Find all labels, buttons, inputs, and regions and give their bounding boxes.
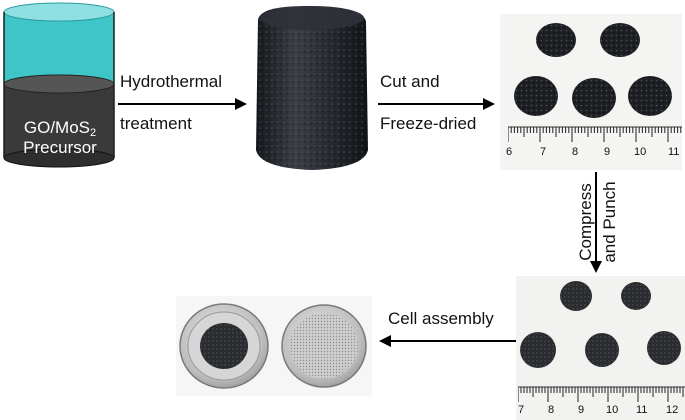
cut-label-line1: Cut and: [380, 72, 440, 91]
precursor-subscript: 2: [90, 127, 97, 139]
hydrothermal-label-line2: treatment: [120, 114, 192, 133]
ruler-top: 6 7 8 9 10 11: [506, 126, 682, 166]
compress-arrow: [588, 172, 604, 276]
hydrothermal-label-line1: Hydrothermal: [120, 72, 223, 91]
ruler-tick-label: 10: [606, 404, 619, 416]
ruler-top-tick-labels: 6 7 8 9 10 11: [506, 146, 682, 162]
ruler-tick-label: 8: [572, 146, 579, 158]
ruler-tick-label: 8: [548, 404, 555, 416]
ruler-tick-label: 7: [540, 146, 547, 158]
ruler-tick-label: 10: [634, 146, 647, 158]
precursor-label-line1: GO/MoS2: [8, 118, 112, 139]
cell-assembly-label: Cell assembly: [388, 309, 494, 328]
aerogel-discs-photo: 6 7 8 9 10 11: [500, 14, 682, 170]
cut-label-line2: Freeze-dried: [380, 114, 477, 133]
cut-arrow: [378, 96, 498, 112]
ruler-tick-label: 6: [506, 146, 513, 158]
precursor-formula: GO/MoS: [23, 118, 90, 137]
ruler-tick-label: 9: [604, 146, 611, 158]
ruler-tick-label: 11: [636, 404, 648, 416]
cell-assembly-arrow: [378, 333, 518, 349]
hydrothermal-arrow: [118, 96, 248, 112]
coin-cell-photo: [176, 296, 372, 396]
precursor-beaker: GO/MoS2 Precursor: [2, 2, 116, 170]
ruler-tick-label: 9: [578, 404, 585, 416]
ruler-tick-label: 7: [518, 404, 525, 416]
ruler-bottom-tick-labels: 7 8 9 10 11 12: [518, 404, 685, 418]
compress-label-line1: Compress: [576, 183, 595, 261]
precursor-label-line2: Precursor: [23, 138, 97, 157]
ruler-bottom: 7 8 9 10 11 12: [518, 386, 685, 420]
compressed-discs-photo: 7 8 9 10 11 12: [516, 276, 685, 420]
ruler-tick-label: 11: [668, 146, 680, 158]
aerogel-cylinder-photo: [246, 0, 376, 175]
ruler-tick-label: 12: [666, 404, 679, 416]
compress-label-line2: and Punch: [600, 181, 619, 263]
